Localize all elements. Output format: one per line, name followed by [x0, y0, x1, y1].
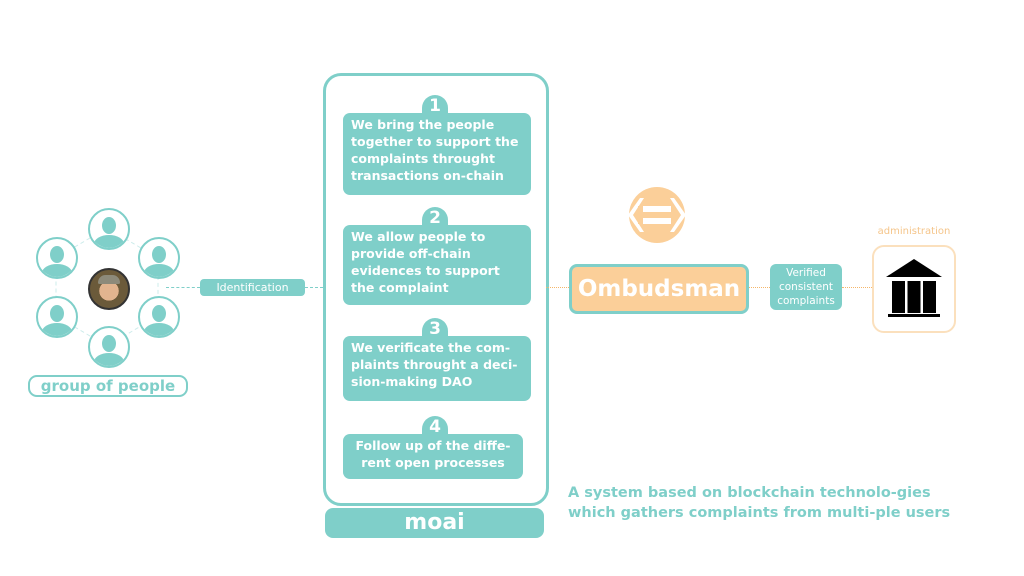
connector-line: [166, 287, 200, 288]
moai-label: moai: [325, 508, 544, 538]
connector-line: [546, 287, 569, 288]
step-card: We allow people to provide off-chain evi…: [343, 225, 531, 305]
ombudsman-box: Ombudsman: [569, 264, 749, 314]
step-card: Follow up of the diffe-rent open process…: [343, 434, 523, 479]
administration-label: administration: [877, 226, 951, 237]
connector-line: [305, 287, 323, 288]
person-icon: [36, 296, 78, 338]
step-card: We bring the people together to support …: [343, 113, 531, 195]
administration-box: [872, 245, 956, 333]
verified-complaints-label: Verified consistent complaints: [770, 264, 842, 310]
system-description: A system based on blockchain technolo-gi…: [568, 485, 951, 521]
bank-building-icon: [886, 259, 942, 317]
group-of-people-label: group of people: [28, 375, 188, 397]
person-icon: [138, 237, 180, 279]
connector-line: [842, 287, 872, 288]
connector-line: [749, 287, 770, 288]
group-connector-lines: [55, 227, 159, 347]
moai-frame: [323, 73, 549, 506]
step-number: 4: [422, 416, 448, 437]
photo-avatar: [88, 268, 130, 310]
identification-label: Identification: [200, 279, 305, 296]
person-icon: [88, 208, 130, 250]
step-number: 1: [422, 95, 448, 116]
person-icon: [138, 296, 180, 338]
person-icon: [88, 326, 130, 368]
ombudsman-logo-icon: [628, 187, 686, 243]
step-number: 2: [422, 207, 448, 228]
step-card: We verificate the com-plaints throught a…: [343, 336, 531, 401]
person-icon: [36, 237, 78, 279]
step-number: 3: [422, 318, 448, 339]
